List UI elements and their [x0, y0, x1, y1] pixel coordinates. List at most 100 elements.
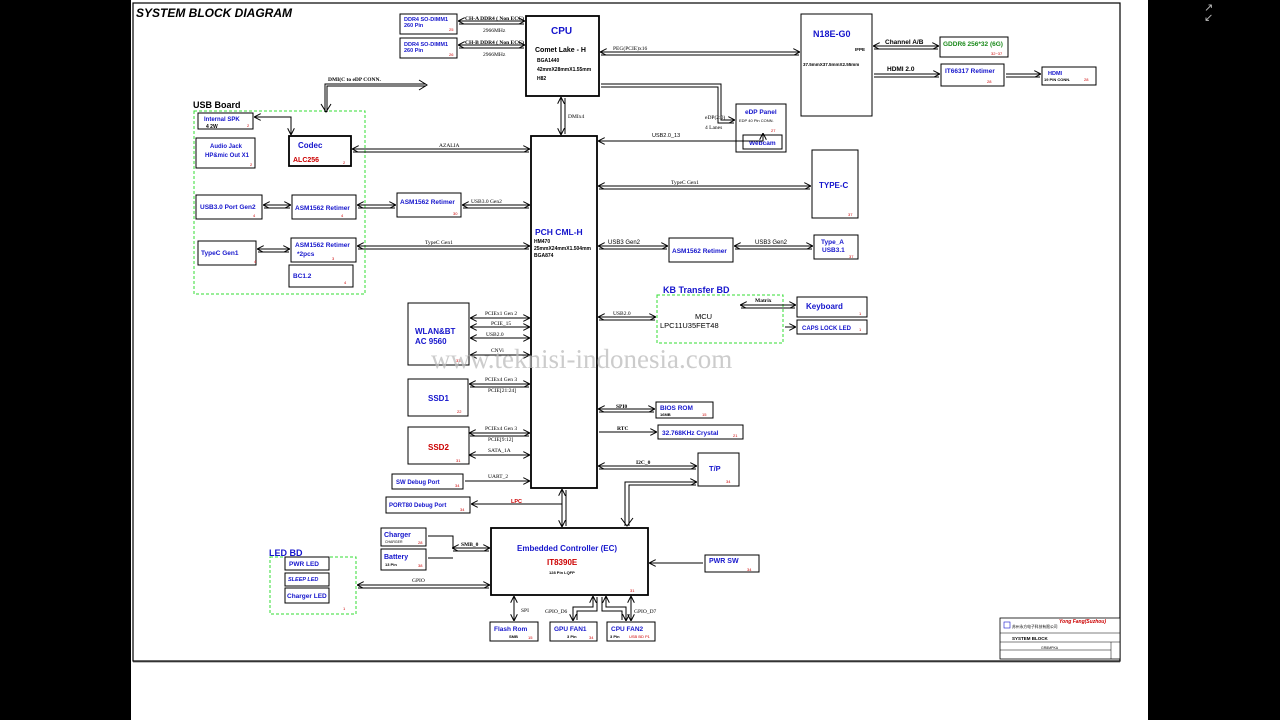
- svg-text:UART_2: UART_2: [488, 474, 508, 480]
- sheet-border: [132, 2, 1121, 662]
- svg-text:DMI(C to eDP CONN.: DMI(C to eDP CONN.: [328, 76, 381, 83]
- svg-text:4 Lanes: 4 Lanes: [705, 125, 722, 131]
- svg-text:33: 33: [456, 358, 461, 363]
- svg-text:eDP(2:0): eDP(2:0): [705, 114, 725, 121]
- internal-speaker-block: Internal SPK 4 2W 2: [197, 112, 254, 130]
- svg-text:37.5mmX37.5mmX2.55mm: 37.5mmX37.5mmX2.55mm: [803, 62, 859, 67]
- svg-text:TYPE-C: TYPE-C: [819, 181, 849, 190]
- svg-text:GPIO_D6: GPIO_D6: [545, 609, 568, 615]
- svg-text:ASM1562 Retimer: ASM1562 Retimer: [295, 242, 350, 249]
- svg-text:28: 28: [418, 540, 423, 545]
- svg-text:27: 27: [771, 128, 776, 133]
- svg-text:PEG(PCIE)x16: PEG(PCIE)x16: [613, 45, 647, 52]
- svg-text:PORT80 Debug Port: PORT80 Debug Port: [389, 503, 446, 509]
- svg-text:31: 31: [456, 458, 461, 463]
- svg-text:Flash Rom: Flash Rom: [494, 626, 527, 633]
- svg-text:SYSTEM BLOCK: SYSTEM BLOCK: [1012, 636, 1049, 641]
- svg-text:USB3 Gen2: USB3 Gen2: [608, 240, 641, 246]
- svg-text:22: 22: [457, 409, 462, 414]
- svg-text:PCIEx4 Gen 3: PCIEx4 Gen 3: [485, 426, 517, 432]
- svg-text:28: 28: [1084, 77, 1089, 82]
- svg-text:31: 31: [630, 588, 635, 593]
- svg-text:CPU FAN2: CPU FAN2: [611, 626, 644, 633]
- svg-text:CH-B DDR4 ( Non ECC): CH-B DDR4 ( Non ECC): [465, 39, 524, 46]
- svg-text:SATA_1A: SATA_1A: [488, 448, 511, 454]
- charger-led-block: Charger LED 1: [284, 587, 346, 611]
- svg-text:SW Debug Port: SW Debug Port: [396, 480, 440, 486]
- svg-text:Comet Lake - H: Comet Lake - H: [535, 47, 586, 54]
- svg-text:IFPE: IFPE: [855, 47, 865, 52]
- svg-text:1: 1: [859, 327, 862, 332]
- codec-block: Codec ALC256 2: [288, 135, 352, 167]
- svg-text:37: 37: [848, 212, 853, 217]
- svg-text:42mmX28mmX1.55mm: 42mmX28mmX1.55mm: [537, 67, 592, 73]
- asm1562-retimer-3: ASM1562 Retimer *2pcs 3: [290, 237, 357, 263]
- svg-text:Audio Jack: Audio Jack: [210, 144, 243, 150]
- svg-text:ASM1562 Retimer: ASM1562 Retimer: [672, 248, 727, 255]
- svg-text:USB3 Gen2: USB3 Gen2: [755, 240, 788, 246]
- embedded-controller-block: Embedded Controller (EC) IT8390E 128 Pin…: [490, 527, 649, 596]
- svg-text:SMB_0: SMB_0: [461, 542, 479, 548]
- svg-text:Charger: Charger: [384, 532, 411, 539]
- led-bd-label: LED BD: [269, 548, 303, 558]
- expand-icon[interactable]: ↗↙: [1204, 1, 1214, 24]
- svg-text:PCIE[21:24]: PCIE[21:24]: [488, 388, 516, 394]
- svg-text:TypeC Gen1: TypeC Gen1: [201, 250, 239, 257]
- svg-text:ASM1562 Retimer: ASM1562 Retimer: [400, 199, 455, 206]
- svg-text:CH-A DDR4 ( Non ECC): CH-A DDR4 ( Non ECC): [465, 15, 524, 22]
- svg-text:HM470: HM470: [534, 239, 550, 245]
- mcu-block: MCU LPC11U35FET48: [660, 312, 719, 330]
- ssd2-block: SSD2 31: [407, 426, 470, 465]
- svg-text:USB BD P1: USB BD P1: [629, 634, 651, 639]
- charger-block: Charger CHARGER 28: [380, 527, 427, 547]
- svg-text:AZALIA: AZALIA: [439, 143, 459, 149]
- svg-text:26: 26: [449, 52, 454, 57]
- svg-text:Type_A: Type_A: [821, 239, 844, 246]
- block-diagram: .bx{fill:#fff;stroke:#000;stroke-width:1…: [132, 2, 1121, 663]
- svg-text:TypeC Gen1: TypeC Gen1: [425, 240, 453, 246]
- svg-text:19 PIN CONN.: 19 PIN CONN.: [1044, 77, 1070, 82]
- svg-text:Codec: Codec: [298, 141, 323, 150]
- svg-text:4: 4: [344, 280, 347, 285]
- svg-text:Keyboard: Keyboard: [806, 302, 843, 311]
- svg-text:DDR4 SO-DIMM1: DDR4 SO-DIMM1: [404, 17, 448, 23]
- cpu-block: CPU Comet Lake - H BGA1440 42mmX28mmX1.5…: [525, 15, 600, 97]
- type-a-block: Type_A USB3.1 37: [813, 234, 859, 260]
- edp-panel-block: eDP Panel EDP 40 Pin CONN. 27 Webcam: [735, 103, 787, 153]
- svg-text:Channel A/B: Channel A/B: [885, 39, 924, 46]
- power-switch-block: PWR SW 34: [704, 554, 760, 573]
- svg-text:1: 1: [343, 606, 346, 611]
- svg-text:PWR SW: PWR SW: [709, 558, 739, 565]
- svg-text:21: 21: [733, 433, 738, 438]
- svg-text:260 Pin: 260 Pin: [404, 48, 424, 54]
- usb-board-label: USB Board: [193, 100, 241, 110]
- svg-text:IT8390E: IT8390E: [547, 558, 578, 567]
- svg-text:USB2.0: USB2.0: [613, 311, 631, 317]
- svg-text:4: 4: [254, 259, 257, 264]
- usb30-port-block: USB3.0 Port Gen2 4: [195, 194, 263, 220]
- svg-text:128 Pin LQFP: 128 Pin LQFP: [549, 570, 575, 575]
- svg-text:*2pcs: *2pcs: [297, 251, 315, 258]
- svg-text:37: 37: [849, 254, 854, 259]
- svg-text:GPIO: GPIO: [412, 578, 425, 584]
- bc12-block: BC1.2 4: [288, 264, 354, 288]
- svg-text:1: 1: [859, 311, 862, 316]
- svg-text:4: 4: [253, 213, 256, 218]
- svg-text:EDP 40 Pin CONN.: EDP 40 Pin CONN.: [739, 118, 774, 123]
- svg-text:GDDR6 256*32 (6G): GDDR6 256*32 (6G): [943, 41, 1003, 48]
- svg-text:260 Pin: 260 Pin: [404, 23, 424, 29]
- svg-text:Charger LED: Charger LED: [287, 593, 327, 600]
- svg-text:Battery: Battery: [384, 554, 408, 561]
- svg-text:BGA874: BGA874: [534, 253, 554, 259]
- caps-lock-led-block: CAPS LOCK LED 1: [796, 319, 868, 335]
- svg-text:15: 15: [528, 635, 533, 640]
- svg-text:2966MHz: 2966MHz: [483, 52, 506, 58]
- it66317-retimer-block: IT66317 Retimer 28: [940, 63, 1005, 87]
- svg-text:SMB: SMB: [509, 634, 518, 639]
- svg-text:CAPS LOCK LED: CAPS LOCK LED: [802, 326, 852, 332]
- svg-text:BGA1440: BGA1440: [537, 58, 559, 64]
- svg-text:PCH CML-H: PCH CML-H: [535, 227, 583, 237]
- svg-text:USB3.0 Port Gen2: USB3.0 Port Gen2: [200, 204, 256, 211]
- bios-rom-block: BIOS ROM 16MB 15: [655, 401, 714, 419]
- svg-text:34: 34: [726, 479, 731, 484]
